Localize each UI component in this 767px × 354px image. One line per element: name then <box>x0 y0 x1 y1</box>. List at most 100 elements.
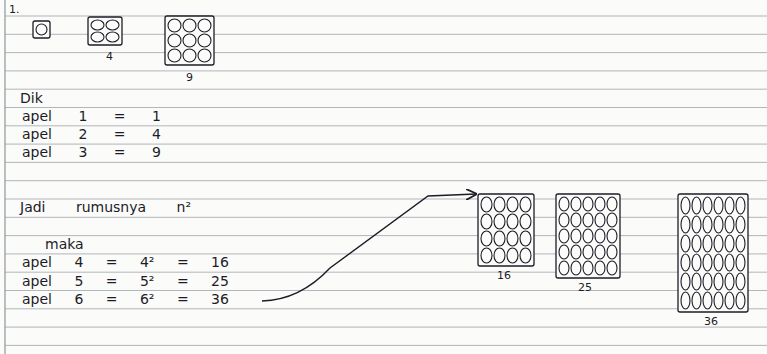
apple-circle <box>583 197 593 211</box>
apple-circle <box>703 197 712 214</box>
note-text: apel 4 = 4² = 16 <box>22 254 229 270</box>
ruled-line <box>5 217 767 218</box>
pointer-arrow <box>262 194 476 301</box>
count-label: 16 <box>497 268 511 284</box>
apple-circle <box>607 245 617 259</box>
apple-circle <box>703 254 712 271</box>
apple-circle <box>183 49 196 62</box>
apple-circle <box>91 20 104 30</box>
grid-frame <box>88 17 122 45</box>
apple-circle <box>481 197 492 212</box>
apple-circle <box>725 216 734 233</box>
apple-circle <box>692 273 701 290</box>
ruled-line <box>5 272 767 273</box>
note-text: apel 1 = 1 <box>22 108 161 124</box>
question-number: 1. <box>9 2 20 18</box>
grid-frame <box>165 16 214 65</box>
ruled-line <box>5 180 767 181</box>
grid-frame <box>478 194 534 266</box>
apple-grid <box>165 16 214 65</box>
apple-circle <box>583 245 593 259</box>
apple-circle <box>559 213 569 227</box>
apple-circle <box>168 34 181 47</box>
apple-circle <box>198 34 211 47</box>
apple-circle <box>559 261 569 275</box>
apple-circle <box>168 49 181 62</box>
apple-circle <box>106 32 119 42</box>
apple-circle <box>736 273 745 290</box>
apple-circle <box>736 197 745 214</box>
ruled-line <box>5 162 767 163</box>
grid-frame <box>556 194 620 278</box>
apple-circle <box>595 197 605 211</box>
apple-circle <box>692 197 701 214</box>
apple-circle <box>559 245 569 259</box>
apple-circle <box>736 254 745 271</box>
apple-circle <box>607 213 617 227</box>
apple-circle <box>714 216 723 233</box>
apple-circle <box>595 213 605 227</box>
apple-circle <box>703 235 712 252</box>
note-text: apel 5 = 5² = 25 <box>22 273 229 289</box>
apple-circle <box>681 197 690 214</box>
apple-circle <box>481 231 492 246</box>
apple-circle <box>481 214 492 229</box>
apple-circle <box>583 213 593 227</box>
apple-circle <box>692 254 701 271</box>
ruled-line <box>5 327 767 328</box>
apple-circle <box>507 197 518 212</box>
note-text: apel 2 = 4 <box>22 126 161 142</box>
apple-circle <box>692 292 701 309</box>
apple-grid <box>678 194 748 312</box>
apple-circle <box>692 235 701 252</box>
apple-circle <box>183 34 196 47</box>
apple-circle <box>692 216 701 233</box>
apple-circle <box>725 254 734 271</box>
apple-circle <box>725 273 734 290</box>
apple-circle <box>494 231 505 246</box>
apple-circle <box>91 32 104 42</box>
apple-grid <box>478 194 534 266</box>
apple-circle <box>583 229 593 243</box>
apple-circle <box>681 292 690 309</box>
apple-circle <box>681 235 690 252</box>
apple-circle <box>703 292 712 309</box>
apple-circle <box>106 20 119 30</box>
apple-circle <box>520 197 531 212</box>
apple-circle <box>571 229 581 243</box>
apple-circle <box>571 197 581 211</box>
apple-circle <box>736 292 745 309</box>
apple-circle <box>520 214 531 229</box>
apple-circle <box>507 231 518 246</box>
grid-frame <box>33 21 50 38</box>
apple-circle <box>168 19 181 32</box>
apple-circle <box>559 197 569 211</box>
grid-frame <box>678 194 748 312</box>
ruled-line <box>5 290 767 291</box>
apple-circle <box>595 229 605 243</box>
apple-circle <box>714 197 723 214</box>
apple-circle <box>714 292 723 309</box>
ruled-line <box>5 70 767 71</box>
note-text: maka <box>45 236 84 252</box>
apple-circle <box>725 292 734 309</box>
apple-circle <box>714 235 723 252</box>
apple-circle <box>595 261 605 275</box>
apple-grid <box>88 17 122 45</box>
apple-circle <box>198 49 211 62</box>
apple-circle <box>571 245 581 259</box>
count-label: 9 <box>186 70 193 86</box>
apple-circle <box>507 214 518 229</box>
apple-circle <box>703 216 712 233</box>
apple-circle <box>183 19 196 32</box>
ruled-line <box>5 345 767 346</box>
apple-circle <box>520 248 531 263</box>
apple-circle <box>583 261 593 275</box>
apple-circle <box>494 197 505 212</box>
apple-circle <box>607 261 617 275</box>
apple-grid <box>33 21 50 38</box>
apple-circle <box>681 273 690 290</box>
count-label: 36 <box>704 314 718 330</box>
apple-circle <box>559 229 569 243</box>
apple-circle <box>494 214 505 229</box>
